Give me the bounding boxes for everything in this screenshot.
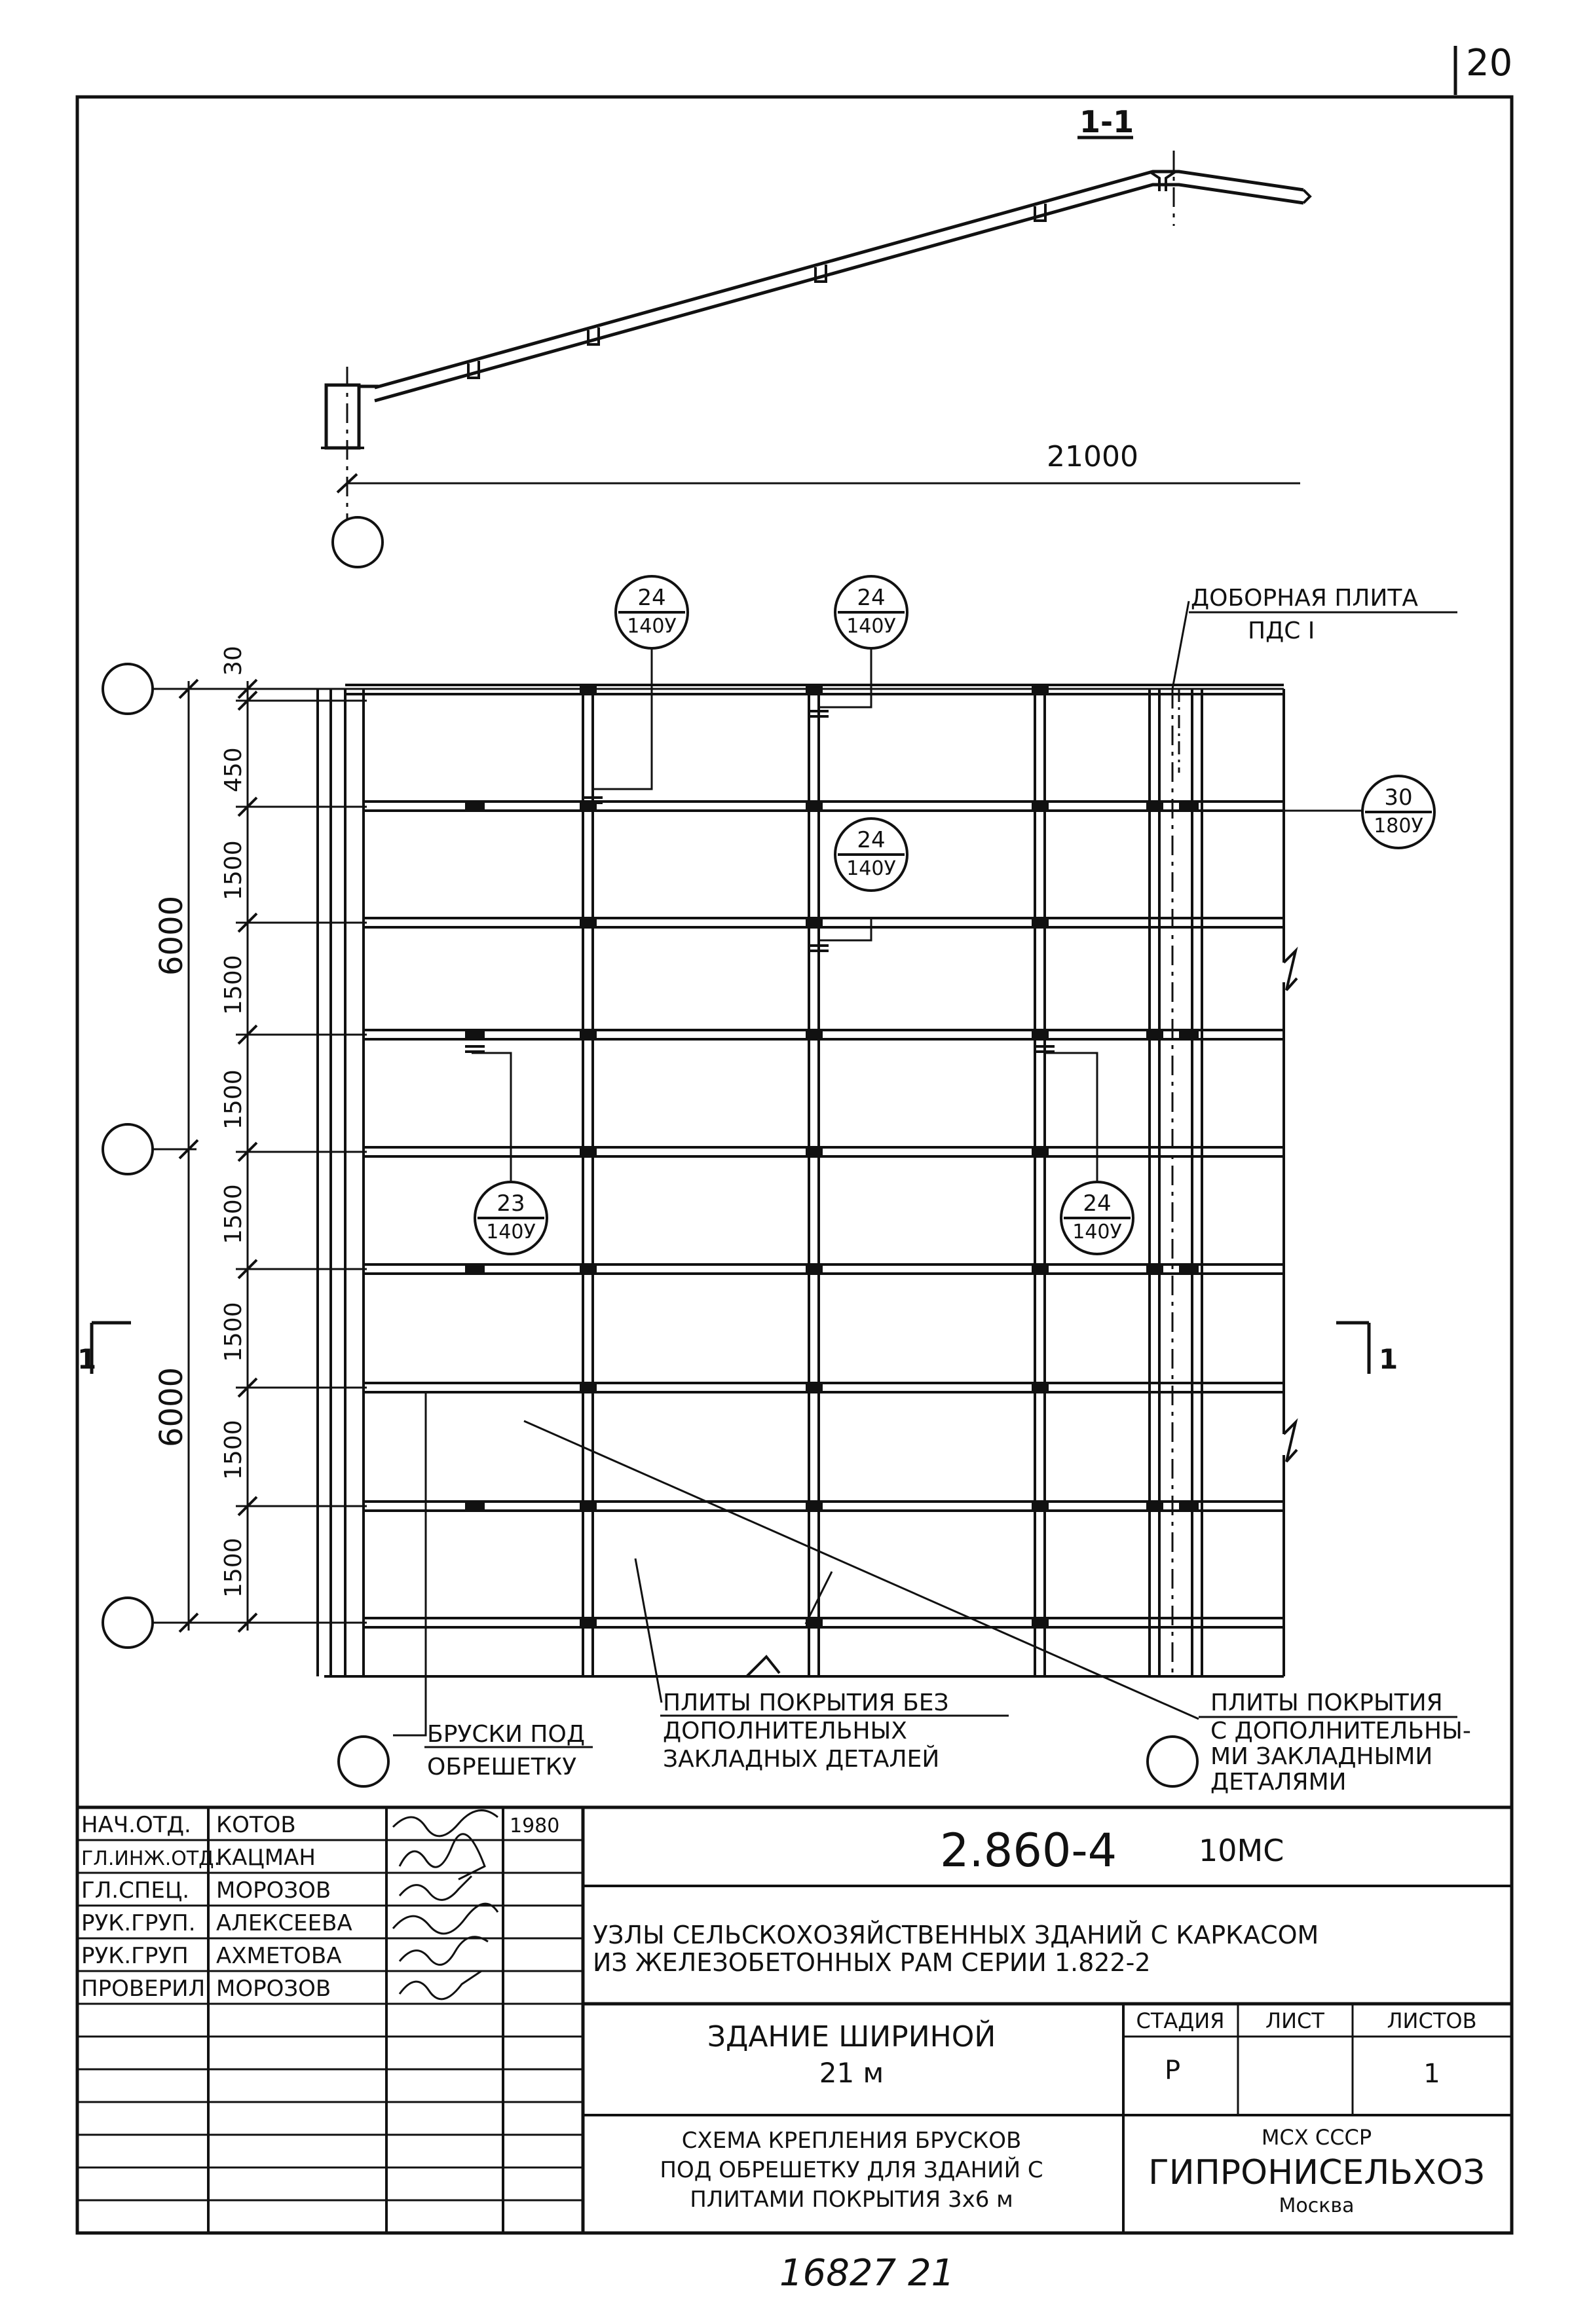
drawing-code-suffix: 10МС: [1199, 1833, 1284, 1868]
sheets-value: 1: [1423, 2059, 1440, 2089]
node-marker-bottom: 140У: [1072, 1221, 1122, 1244]
staff-role: ГЛ.ИНЖ.ОТД.: [81, 1847, 220, 1870]
building-line2: 21 м: [819, 2057, 884, 2089]
staff-name: МОРОЗОВ: [216, 1877, 331, 1904]
dim-ticks: [178, 678, 258, 1633]
dim-1500: 1500: [220, 1184, 247, 1244]
callouts: ДОБОРНАЯ ПЛИТА ПДС I БРУСКИ ПОД ОБРЕШЕТК…: [424, 585, 1471, 1796]
node-marker-top: 24: [637, 585, 665, 611]
callout-plity-s-line4: ДЕТАЛЯМИ: [1210, 1769, 1347, 1796]
node-marker-top: 24: [857, 585, 885, 611]
title-block: [77, 1805, 1512, 2233]
node-ticks: [465, 710, 1055, 1053]
archive-number: 16827 21: [779, 2252, 954, 2295]
dim-1500: 1500: [220, 1538, 247, 1598]
callout-plity-s-line1: ПЛИТЫ ПОКРЫТИЯ: [1210, 1689, 1443, 1716]
callout-plity-bez-line3: ЗАКЛАДНЫХ ДЕТАЛЕЙ: [663, 1745, 939, 1773]
staff-name: АХМЕТОВА: [216, 1943, 341, 1969]
callout-plity-bez-line1: ПЛИТЫ ПОКРЫТИЯ БЕЗ: [663, 1689, 949, 1716]
org-city: Москва: [1279, 2194, 1355, 2217]
dim-6000: 6000: [153, 1367, 190, 1447]
dim-1500: 1500: [220, 1302, 247, 1362]
node-marker-top: 23: [496, 1190, 525, 1217]
section-1-1: 1-1 21000: [321, 104, 1312, 568]
dim-1500: 1500: [220, 1420, 247, 1480]
org-name: ГИПРОНИСЕЛЬХОЗ: [1148, 2153, 1485, 2192]
staff-role: ПРОВЕРИЛ: [81, 1976, 205, 2002]
leader-lines: [393, 600, 1362, 1737]
stage-header: СТАДИЯ: [1136, 2008, 1225, 2033]
axis-bubble: [1146, 1735, 1199, 1788]
node-marker-bottom: 140У: [627, 615, 677, 638]
node-marker-bottom: 140У: [486, 1221, 536, 1244]
axis-bubble: [331, 516, 384, 568]
callout-plity-bez-line2: ДОПОЛНИТЕЛЬНЫХ: [663, 1718, 907, 1744]
staff-list: НАЧ.ОТД. КОТОВ ГЛ.ИНЖ.ОТД. КАЦМАН ГЛ.СПЕ…: [81, 1812, 559, 2002]
callout-dobornaya-line1: ДОБОРНАЯ ПЛИТА: [1191, 585, 1418, 612]
node-marker-top: 24: [1083, 1190, 1111, 1217]
callout-dobornaya-line2: ПДС I: [1248, 618, 1315, 644]
building-line1: ЗДАНИЕ ШИРИНОЙ: [707, 2019, 996, 2054]
axis-bubble: [102, 1596, 154, 1649]
drawing-title-line1: СХЕМА КРЕПЛЕНИЯ БРУСКОВ: [682, 2128, 1022, 2154]
staff-name: МОРОЗОВ: [216, 1976, 331, 2002]
callout-bruski-line2: ОБРЕШЕТКУ: [427, 1754, 576, 1780]
axis-bubble: [337, 1735, 390, 1788]
node-marker-bottom: 140У: [846, 857, 896, 880]
staff-role: ГЛ.СПЕЦ.: [81, 1877, 189, 1904]
series-title-line2: ИЗ ЖЕЛЕЗОБЕТОННЫХ РАМ СЕРИИ 1.822-2: [593, 1948, 1151, 1977]
node-marker: 24 140У: [834, 817, 908, 892]
axis-bubble: [102, 663, 154, 715]
node-marker-top: 24: [857, 827, 885, 853]
dim-450: 450: [220, 747, 247, 792]
node-marker-top: 30: [1384, 784, 1412, 811]
drawing-code: 2.860-4: [940, 1824, 1117, 1877]
staff-name: КАЦМАН: [216, 1845, 316, 1871]
sheet-header: ЛИСТ: [1265, 2008, 1324, 2033]
sheet-frame: [75, 95, 1514, 2235]
node-marker: 24 140У: [614, 575, 689, 650]
title-main: 2.860-4 10МС УЗЛЫ СЕЛЬСКОХОЗЯЙСТВЕННЫХ З…: [593, 1824, 1485, 2217]
section-cut-left: 1: [77, 1343, 96, 1375]
small-dimensions: 30 450 1500 1500 1500 1500 1500 1500 150…: [220, 646, 247, 1598]
staff-name: КОТОВ: [216, 1812, 296, 1838]
node-marker: 30 180У: [1361, 775, 1436, 849]
purlins: [345, 684, 1284, 1629]
callout-plity-s-line2: С ДОПОЛНИТЕЛЬНЫ-: [1210, 1718, 1471, 1744]
connection-nodes: [465, 685, 1199, 1627]
staff-name: АЛЕКСЕЕВА: [216, 1910, 352, 1936]
staff-role: НАЧ.ОТД.: [81, 1812, 191, 1838]
stage-value: Р: [1165, 2056, 1180, 2086]
signatures: [392, 1809, 499, 2001]
sheets-header: ЛИСТОВ: [1387, 2008, 1476, 2033]
dim-30: 30: [220, 646, 247, 676]
node-marker: 24 140У: [834, 575, 908, 650]
roof-plan: 30 450 1500 1500 1500 1500 1500 1500 150…: [77, 575, 1471, 1796]
section-cut-right: 1: [1379, 1343, 1398, 1375]
axis-bubble: [102, 1123, 154, 1175]
callout-bruski-line1: БРУСКИ ПОД: [427, 1721, 585, 1748]
drawing-title-line2: ПОД ОБРЕШЕТКУ ДЛЯ ЗДАНИЙ С: [660, 2156, 1043, 2183]
callout-plity-s-line3: МИ ЗАКЛАДНЫМИ: [1210, 1743, 1432, 1770]
dim-1500: 1500: [220, 840, 247, 900]
org-ministry: МСХ СССР: [1262, 2125, 1372, 2150]
dim-6000: 6000: [153, 896, 190, 976]
section-mark-label: 1-1: [1079, 104, 1134, 139]
span-dimension: 21000: [1047, 440, 1138, 473]
year: 1980: [510, 1815, 559, 1837]
series-title-line1: УЗЛЫ СЕЛЬСКОХОЗЯЙСТВЕННЫХ ЗДАНИЙ С КАРКА…: [593, 1921, 1319, 1949]
staff-role: РУК.ГРУП: [81, 1943, 189, 1969]
page-number: 20: [1466, 42, 1512, 84]
node-marker-bottom: 180У: [1374, 815, 1423, 838]
node-marker: 23 140У: [474, 1181, 548, 1255]
staff-role: РУК.ГРУП.: [81, 1910, 196, 1936]
total-dimensions: 6000 6000: [153, 896, 190, 1447]
dim-1500: 1500: [220, 955, 247, 1015]
drawing-title-line3: ПЛИТАМИ ПОКРЫТИЯ 3х6 м: [690, 2186, 1013, 2213]
node-marker-bottom: 140У: [846, 615, 896, 638]
node-marker: 24 140У: [1060, 1181, 1134, 1255]
dim-1500: 1500: [220, 1069, 247, 1130]
